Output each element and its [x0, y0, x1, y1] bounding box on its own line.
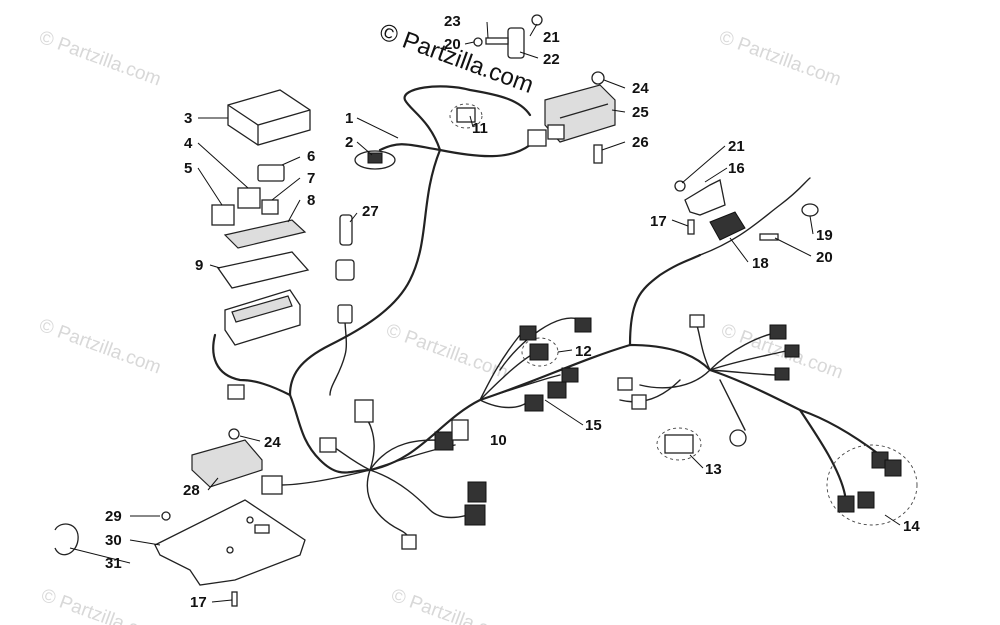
callout-13: 13 — [705, 461, 722, 478]
mounting-plate — [154, 499, 306, 607]
relays-small — [211, 187, 279, 226]
watermark: © Partzilla.com — [36, 27, 163, 91]
callout-9: 9 — [195, 257, 203, 274]
callout-24-bottom: 24 — [264, 434, 281, 451]
watermark-layer: © Partzilla.com © Partzilla.com © Partzi… — [36, 27, 845, 625]
callout-6: 6 — [307, 148, 315, 165]
gasket — [216, 251, 310, 289]
callout-26: 26 — [632, 134, 649, 151]
connectors-14 — [826, 444, 918, 526]
callout-31: 31 — [105, 555, 122, 572]
callout-20-right: 20 — [816, 249, 833, 266]
component-13 — [617, 377, 747, 461]
callout-5: 5 — [184, 160, 192, 177]
voltage-regulator — [527, 84, 616, 147]
callout-23: 23 — [444, 13, 461, 30]
main-harness — [212, 85, 882, 546]
callout-8: 8 — [307, 192, 315, 209]
callout-17-right: 17 — [650, 213, 667, 230]
watermark: © Partzilla.com — [388, 585, 515, 625]
callout-1: 1 — [345, 110, 353, 127]
watermark: © Partzilla.com — [36, 315, 163, 379]
callout-21-top: 21 — [543, 29, 560, 46]
callout-27: 27 — [362, 203, 379, 220]
callout-17-bottom: 17 — [190, 594, 207, 611]
callout-20-top: 20 — [444, 36, 461, 53]
watermark: © Partzilla.com — [383, 320, 510, 384]
connectors-12 — [519, 317, 592, 383]
callout-24-top: 24 — [632, 80, 649, 97]
callout-28: 28 — [183, 482, 200, 499]
fuse-block — [224, 289, 301, 346]
relay-box-cover — [227, 89, 311, 146]
connector-2 — [354, 150, 396, 170]
switch-19 — [801, 203, 819, 217]
bracket-16 — [674, 179, 726, 235]
clip-31 — [54, 523, 79, 556]
callout-labels: 1 2 3 4 5 6 7 8 9 10 11 12 13 14 15 16 1… — [105, 13, 920, 611]
mount-bracket-top — [473, 14, 543, 59]
callout-11: 11 — [472, 120, 488, 137]
callout-7: 7 — [307, 170, 315, 187]
callout-25: 25 — [632, 104, 649, 121]
leader-lines — [69, 21, 901, 603]
connectors-15 — [524, 381, 567, 412]
callout-30: 30 — [105, 532, 122, 549]
callout-29: 29 — [105, 508, 122, 525]
callout-14: 14 — [903, 518, 920, 535]
connectors-10 — [227, 384, 487, 550]
callout-12: 12 — [575, 343, 592, 360]
connectors-right — [689, 314, 800, 381]
callout-3: 3 — [184, 110, 192, 127]
relay-large — [257, 164, 285, 182]
callout-10: 10 — [490, 432, 507, 449]
callout-2: 2 — [345, 134, 353, 151]
callout-15: 15 — [585, 417, 602, 434]
callout-4: 4 — [184, 135, 193, 152]
callout-22: 22 — [543, 51, 560, 68]
callout-21-right: 21 — [728, 138, 745, 155]
component-18 — [709, 211, 779, 241]
callout-16: 16 — [728, 160, 745, 177]
watermark: © Partzilla.com — [716, 27, 843, 91]
callout-19: 19 — [816, 227, 833, 244]
callout-18: 18 — [752, 255, 769, 272]
ecu-module — [191, 428, 263, 488]
bolt-24-top — [591, 71, 605, 164]
fuse-strip — [223, 219, 307, 249]
sensor-27 — [335, 214, 355, 324]
watermark: © Partzilla.com — [38, 585, 165, 625]
